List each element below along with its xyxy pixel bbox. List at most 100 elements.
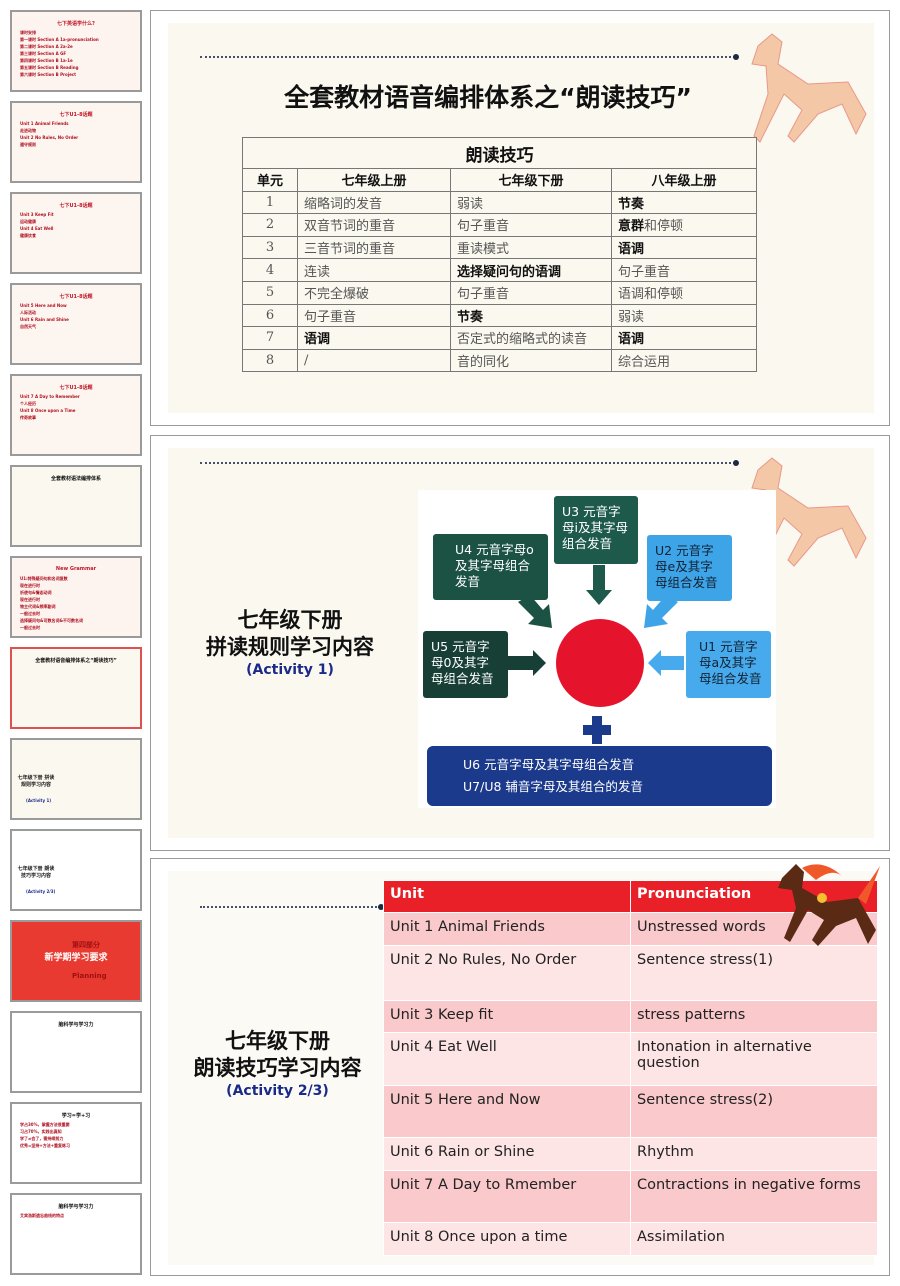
slide-thumbnail-13[interactable]: 学习=学+习学占30%，掌握方法很重要习占70%，实践出真知学了≠会了，需持续努… — [10, 1102, 142, 1184]
thumbnail-text: Planning — [72, 972, 107, 980]
slide-thumbnail-6[interactable]: 全套教材语法编排体系 — [10, 465, 142, 547]
slide-thumbnail-9[interactable]: 七年级下册 拼读规则学习内容(Activity 1) — [10, 738, 142, 820]
thumbnail-text: 一般过去时 — [20, 625, 40, 630]
thumbnail-title: 学习=学+习 — [61, 1113, 91, 1119]
table-cell: / — [297, 348, 451, 373]
table-caption: 朗读技巧 — [242, 137, 757, 169]
pronunciation-cell: Rhythm — [630, 1137, 878, 1171]
thumbnail-text: 第六课时 Section B Project — [20, 72, 77, 77]
pronunciation-cell: Intonation in alternative question — [630, 1032, 878, 1086]
thumbnail-title: 全套教材语法编排体系 — [50, 476, 101, 482]
table-cell: 连读 — [297, 258, 451, 282]
unit-cell: Unit 5 Here and Now — [383, 1085, 631, 1138]
pronunciation-cell: Contractions in negative forms — [630, 1170, 878, 1223]
thumbnail-title: 新学期学习要求 — [44, 953, 108, 963]
table-cell: 双音节词的重音 — [297, 213, 451, 237]
thumbnail-text: 第四部分 — [72, 941, 100, 949]
thumbnail-text: Unit 5 Here and Now — [20, 303, 67, 308]
box-u5: U5 元音字母0及其字母组合发音 — [423, 631, 508, 698]
slide-thumbnail-12[interactable]: 脑科学与学习力 — [10, 1011, 142, 1093]
thumbnail-title: 全套教材语音编排体系之“朗读技巧” — [35, 658, 117, 664]
slide-thumbnail-14[interactable]: 脑科学与学习力艾宾浩斯遗忘曲线的特点 — [10, 1193, 142, 1275]
pronunciation-cell: stress patterns — [630, 1000, 878, 1033]
thumbnail-text: 第四课时 Section B 1a-1e — [20, 58, 73, 63]
slide-thumbnail-10[interactable]: 七年级下册 朗读技巧学习内容(Activity 2/3) — [10, 829, 142, 911]
thumbnail-text: 优秀=坚持+方法+重复练习 — [20, 1143, 71, 1148]
title-line-2: 拼读规则学习内容 — [206, 635, 374, 659]
unit-cell: Unit 6 Rain or Shine — [383, 1137, 631, 1171]
unit-cell: Unit 4 Eat Well — [383, 1032, 631, 1086]
box-u3: U3 元音字母i及其字母组合发音 — [554, 496, 638, 564]
table-cell: 选择疑问句的语调 — [450, 258, 612, 282]
thumbnail-text: 艾宾浩斯遗忘曲线的特点 — [20, 1213, 64, 1218]
slide-thumbnail-11[interactable]: 新学期学习要求 第四部分 Planning — [10, 920, 142, 1002]
unit-cell: Unit 3 Keep fit — [383, 1000, 631, 1033]
slide-thumbnail-1[interactable]: 七下英语学什么?课时安排第一课时 Section A 1a-pronunciat… — [10, 10, 142, 92]
thumbnail-title: 七下英语学什么? — [57, 21, 95, 27]
table-cell: 1 — [242, 190, 298, 215]
table-cell: 语调 — [297, 326, 451, 350]
running-horse-icon — [778, 864, 880, 946]
thumbnail-text: Unit 8 Once upon a Time — [20, 408, 76, 413]
box-u1: U1 元音字母a及其字母组合发音 — [686, 631, 771, 698]
thumbnail-text: 运动健康 — [20, 219, 36, 224]
dotted-divider — [200, 904, 384, 910]
thumbnail-text: 健康饮食 — [20, 233, 36, 238]
unit-cell: Unit 1 Animal Friends — [383, 912, 631, 946]
thumbnail-text: 现在进行时 — [20, 583, 40, 588]
thumbnail-text: 课时安排 — [20, 30, 36, 35]
thumbnail-text: (Activity 2/3) — [26, 889, 56, 894]
thumbnail-text: Unit 2 No Rules, No Order — [20, 135, 79, 140]
slide2-title: 七年级下册 拼读规则学习内容 (Activity 1) — [180, 607, 400, 679]
table-cell: 节奏 — [611, 190, 757, 215]
plus-icon — [583, 716, 611, 744]
thumbnail-text: 一般过去时 — [20, 611, 40, 616]
slide-title: 全套教材语音编排体系之“朗读技巧” — [284, 83, 692, 112]
diagram-arrows — [508, 565, 684, 744]
table-cell: 综合运用 — [611, 348, 757, 373]
thumbnail-text: 传奇故事 — [20, 415, 36, 420]
arrow-left-icon — [648, 650, 684, 676]
header-grade8-first: 八年级上册 — [611, 168, 757, 192]
slide-thumbnail-8[interactable]: 全套教材语音编排体系之“朗读技巧” — [10, 647, 142, 729]
unit-cell: Unit 8 Once upon a time — [383, 1222, 631, 1256]
pronunciation-cell: Assimilation — [630, 1222, 878, 1256]
thumbnail-text: 第五课时 Section B Reading — [20, 65, 79, 70]
thumbnail-title: 七下U1-8话题 — [59, 294, 93, 300]
header-unit: 单元 — [242, 168, 298, 192]
header-grade7-second: 七年级下册 — [450, 168, 612, 192]
thumbnail-text: Unit 4 Eat Well — [20, 226, 54, 231]
table-cell: 句子重音 — [450, 213, 612, 237]
table-row: 8/音的同化综合运用 — [242, 348, 757, 373]
thumbnail-title: 七下U1-8话题 — [59, 112, 93, 118]
table-cell: 节奏 — [450, 303, 612, 328]
unit-cell: Unit 2 No Rules, No Order — [383, 945, 631, 1001]
table-cell: 三音节词的重音 — [297, 235, 451, 260]
arrow-down-icon — [586, 565, 612, 605]
unit-cell: Unit 7 A Day to Rmember — [383, 1170, 631, 1223]
table-cell: 语调 — [611, 326, 757, 350]
table-cell: 语调 — [611, 235, 757, 260]
box-u2: U2 元音字母e及其字母组合发音 — [647, 535, 732, 601]
table-cell: 重读模式 — [450, 235, 612, 260]
box-u6-u8: U6 元音字母及其字母组合发音 U7/U8 辅音字母及其组合的发音 — [427, 746, 772, 806]
thumbnail-text: Unit 7 A Day to Remember — [20, 394, 80, 399]
thumbnail-title: 脑科学与学习力 — [58, 1022, 94, 1028]
center-circle — [556, 619, 644, 707]
